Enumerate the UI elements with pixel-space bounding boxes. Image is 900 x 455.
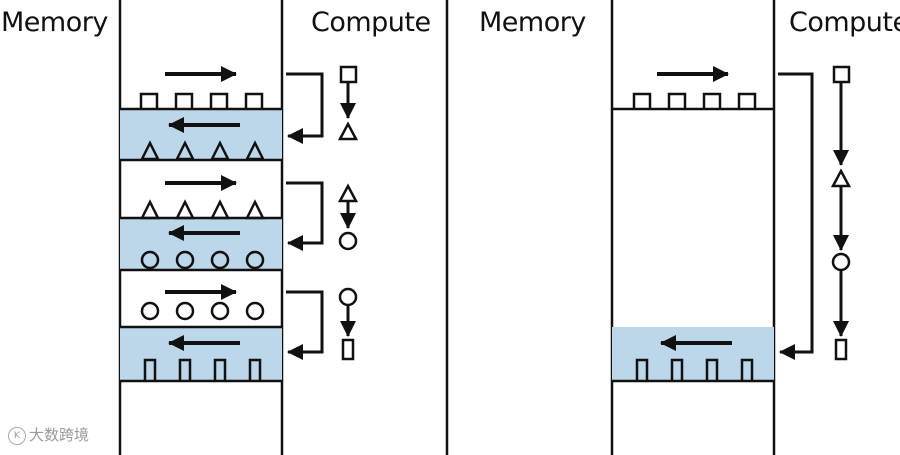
square-row-1 xyxy=(139,92,264,109)
left-compute-label: Compute xyxy=(311,7,431,38)
circle-node-3 xyxy=(338,287,358,307)
right-triangle-node xyxy=(830,168,852,188)
circle-row-2 xyxy=(140,250,265,270)
watermark-logo-icon: K xyxy=(8,426,26,445)
triangle-node-1 xyxy=(337,121,359,141)
circle-node-2 xyxy=(338,231,358,251)
buffer-block-2 xyxy=(120,218,282,270)
left-panel xyxy=(118,0,449,455)
compute-loop-1 xyxy=(286,72,324,144)
right-bar-row xyxy=(635,358,754,381)
right-buffer-block xyxy=(612,327,774,381)
circle-row-3 xyxy=(140,301,265,321)
triangle-row-2 xyxy=(139,199,266,220)
right-bar-node xyxy=(834,338,848,361)
right-compute-label: Compute xyxy=(789,7,900,38)
triangle-node-2 xyxy=(337,183,359,203)
right-memory-label: Memory xyxy=(479,7,586,38)
right-compute-loop xyxy=(778,72,814,360)
compute-loop-3 xyxy=(286,290,324,360)
right-circle-node xyxy=(831,252,851,272)
square-node-1 xyxy=(339,65,358,84)
bar-row-3 xyxy=(143,358,262,381)
buffer-block-1 xyxy=(120,109,282,159)
right-square-row xyxy=(632,92,757,109)
right-panel xyxy=(610,0,852,455)
compute-loop-2 xyxy=(286,181,324,251)
left-memory-label: Memory xyxy=(1,7,108,38)
bar-node-3 xyxy=(341,338,355,361)
buffer-block-3 xyxy=(120,327,282,381)
watermark-text: 大数跨境 xyxy=(29,426,90,444)
right-square-node xyxy=(832,65,851,84)
triangle-row-1 xyxy=(139,140,266,161)
